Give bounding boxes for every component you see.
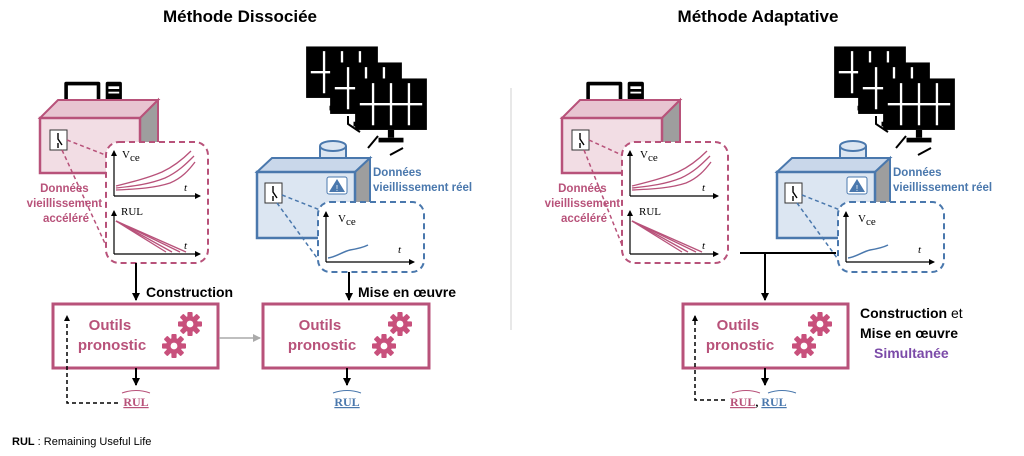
hazard-icon: ! bbox=[326, 176, 348, 195]
t-label: t bbox=[184, 182, 188, 194]
step-construction: Construction bbox=[146, 284, 233, 300]
svg-text:V: V bbox=[858, 213, 866, 225]
svg-text:t: t bbox=[702, 182, 706, 194]
gear-icon bbox=[808, 312, 832, 336]
feedback-loop-1 bbox=[64, 315, 118, 404]
vce-chart-real: V ce t bbox=[323, 211, 415, 265]
svg-text:RUL: RUL bbox=[123, 395, 148, 409]
svg-text:t: t bbox=[918, 244, 922, 256]
rul-output-adaptive: RUL, RUL bbox=[730, 390, 797, 409]
prognostic-tool-box-2: Outils pronostic bbox=[261, 302, 431, 370]
prognostic-tool-box-1: Outils pronostic bbox=[51, 302, 220, 370]
tool-label-1: Outils pronostic bbox=[78, 317, 146, 354]
accelerated-charts-box bbox=[105, 141, 209, 264]
svg-text:t: t bbox=[184, 240, 188, 252]
svg-text:!: ! bbox=[856, 184, 858, 193]
step-construction-adaptive: Construction et bbox=[860, 305, 963, 321]
accelerated-data-label: Données vieillissement accéléré bbox=[27, 183, 106, 225]
switch-icon bbox=[571, 129, 590, 151]
hazard-icon: ! bbox=[846, 176, 868, 195]
rul-chart-accelerated: RUL t bbox=[111, 206, 201, 257]
step-deploy-adaptive: Mise en œuvre bbox=[860, 325, 958, 341]
vce-sub: ce bbox=[130, 152, 140, 164]
svg-text:t: t bbox=[398, 244, 402, 256]
accelerated-data-label: Données vieillissement accéléré bbox=[545, 183, 624, 225]
tool-label-adaptive: Outils pronostic bbox=[706, 317, 774, 354]
gear-icon bbox=[178, 312, 202, 336]
vce-chart-real: V ce t bbox=[843, 211, 935, 265]
tool-label-2: Outils pronostic bbox=[288, 317, 356, 354]
svg-text:V: V bbox=[640, 149, 648, 161]
feedback-loop-adaptive bbox=[692, 315, 725, 401]
prognostic-tool-box-adaptive: Outils pronostic bbox=[681, 302, 850, 370]
switch-icon bbox=[264, 182, 283, 204]
gear-icon bbox=[388, 312, 412, 336]
svg-text:ce: ce bbox=[648, 152, 658, 164]
vce-chart-accelerated: V ce t bbox=[111, 149, 201, 199]
svg-text:t: t bbox=[702, 240, 706, 252]
footnote: RUL : Remaining Useful Life bbox=[12, 436, 151, 448]
real-data-label: Données vieillissement réel bbox=[893, 167, 992, 194]
gear-icon bbox=[792, 334, 816, 358]
title-right: Méthode Adaptative bbox=[678, 7, 839, 26]
svg-text:!: ! bbox=[336, 184, 338, 193]
vce-label: V bbox=[122, 149, 130, 161]
svg-text:V: V bbox=[338, 213, 346, 225]
gear-icon bbox=[162, 334, 186, 358]
svg-text:ce: ce bbox=[346, 216, 356, 228]
svg-text:RUL: RUL bbox=[334, 395, 359, 409]
gear-icon bbox=[372, 334, 396, 358]
real-chart-box bbox=[837, 201, 945, 273]
switch-icon bbox=[49, 129, 68, 151]
step-deploy: Mise en œuvre bbox=[358, 284, 456, 300]
rul-output-1: RUL bbox=[121, 390, 151, 409]
real-data-label: Données vieillissement réel bbox=[373, 167, 472, 194]
switch-icon bbox=[784, 182, 803, 204]
svg-text:RUL, RUL: RUL, RUL bbox=[730, 395, 787, 409]
rul-chart-accelerated: RUL t bbox=[627, 206, 719, 257]
svg-text:ce: ce bbox=[866, 216, 876, 228]
step-simultaneous: Simultanée bbox=[874, 345, 949, 361]
rul-output-2: RUL bbox=[332, 390, 362, 409]
rul-axis-label: RUL bbox=[121, 206, 143, 218]
title-left: Méthode Dissociée bbox=[163, 7, 317, 26]
svg-text:RUL: RUL bbox=[639, 206, 661, 218]
vce-chart-accelerated: V ce t bbox=[627, 149, 719, 199]
real-chart-box bbox=[317, 201, 425, 273]
